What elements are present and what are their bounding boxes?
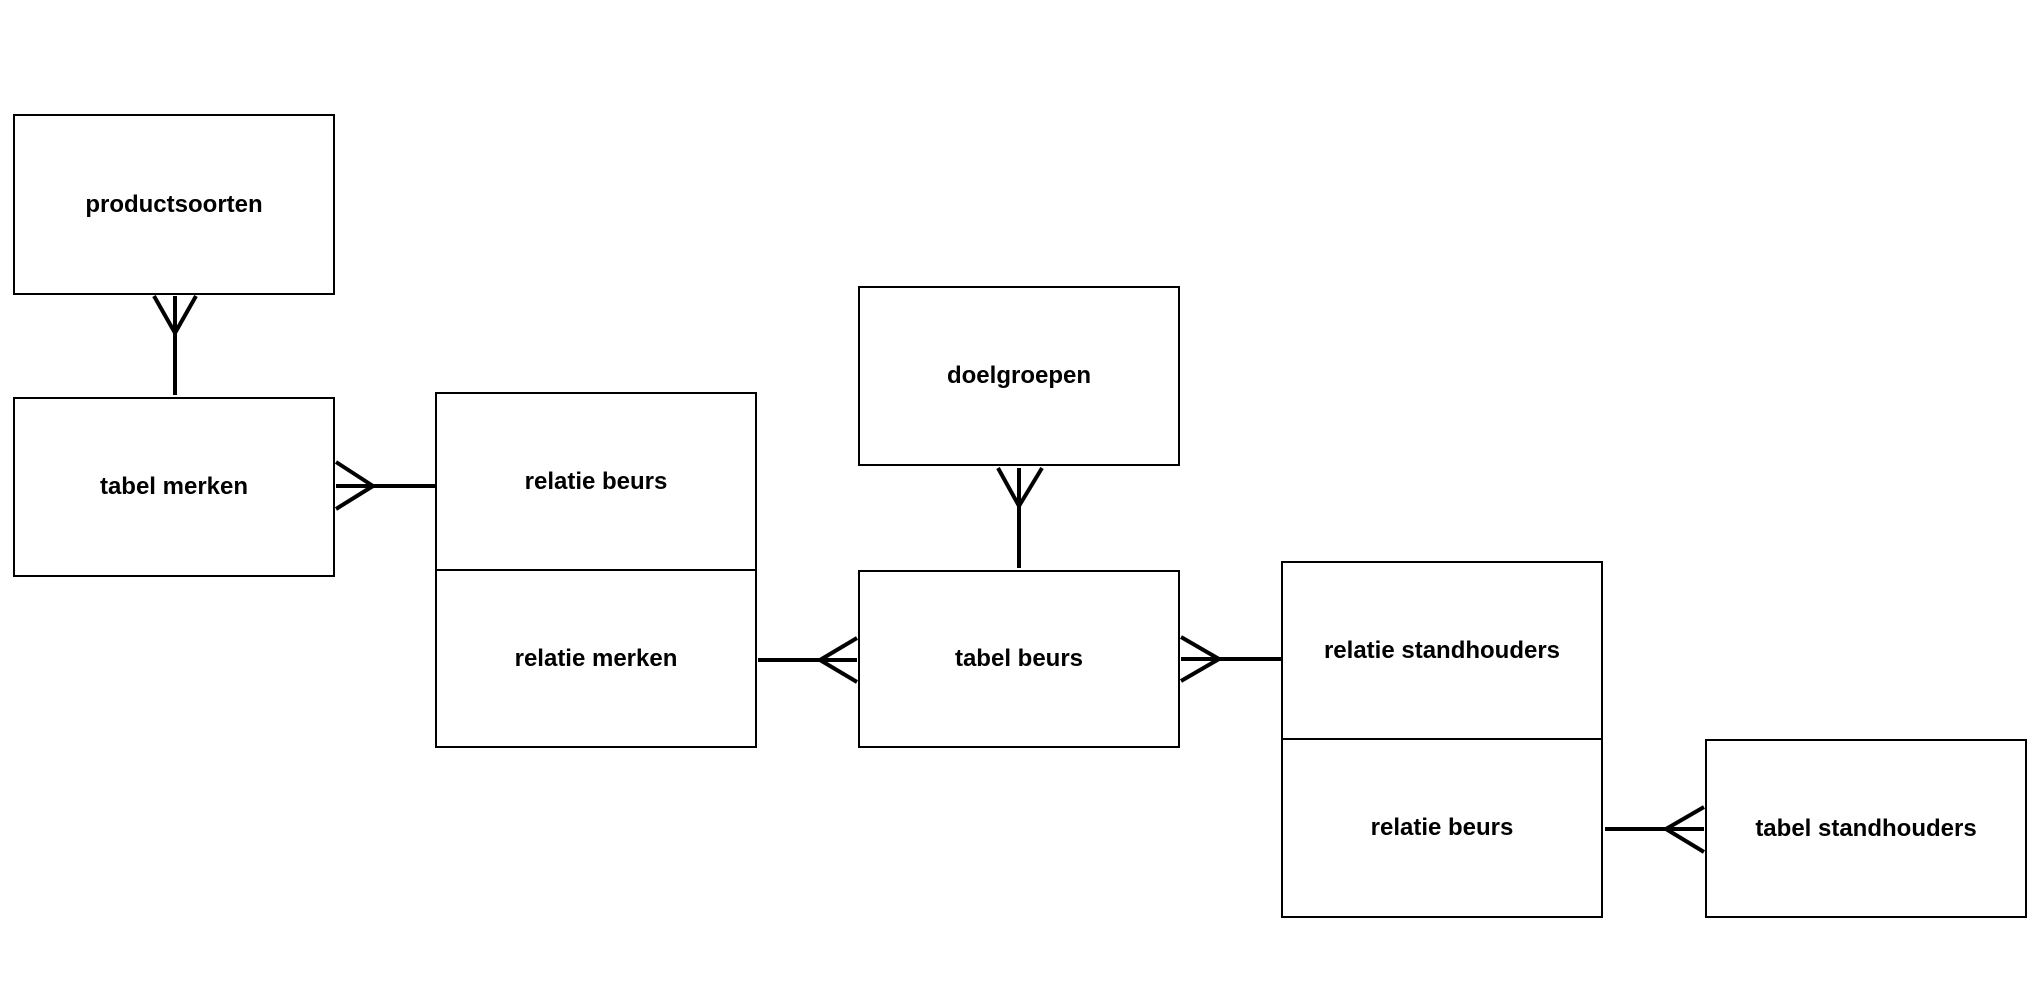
entity-label: tabel beurs: [954, 645, 1084, 672]
entity-label: relatie standhouders: [1323, 636, 1561, 664]
relationship-productsoorten-tabel-merken: [152, 295, 198, 395]
entity-label: productsoorten: [85, 190, 263, 218]
entity-doelgroepen: doelgroepen: [858, 286, 1180, 466]
relationship-tabel-beurs-relatie-standhouders: [1179, 635, 1281, 683]
relationship-relatie-beurs-tabel-standhouders: [1605, 805, 1706, 854]
entity-label: relatie beurs: [524, 467, 668, 495]
entity-label: relatie merken: [514, 644, 678, 672]
relationship-relatie-merken-tabel-beurs: [758, 636, 859, 684]
entity-tabel-merken: tabel merken: [13, 397, 335, 577]
entity-label: tabel merken: [99, 473, 249, 500]
entity-label: doelgroepen: [946, 362, 1091, 389]
relationship-tabel-beurs-doelgroepen: [996, 466, 1044, 568]
entity-label: tabel standhouders: [1755, 814, 1977, 842]
entity-relatie-beurs: relatie beurs: [435, 392, 757, 570]
relationship-tabel-merken-relatie-beurs: [334, 460, 435, 511]
entity-relatie-merken: relatie merken: [435, 570, 757, 748]
entity-relatie-standhouders: relatie standhouders: [1281, 561, 1603, 739]
entity-relatie-beurs-standhouders: relatie beurs: [1281, 739, 1603, 918]
entity-productsoorten: productsoorten: [13, 114, 335, 295]
entity-tabel-beurs: tabel beurs: [858, 570, 1180, 748]
entity-label: relatie beurs: [1370, 814, 1514, 841]
entity-tabel-standhouders: tabel standhouders: [1705, 739, 2027, 918]
